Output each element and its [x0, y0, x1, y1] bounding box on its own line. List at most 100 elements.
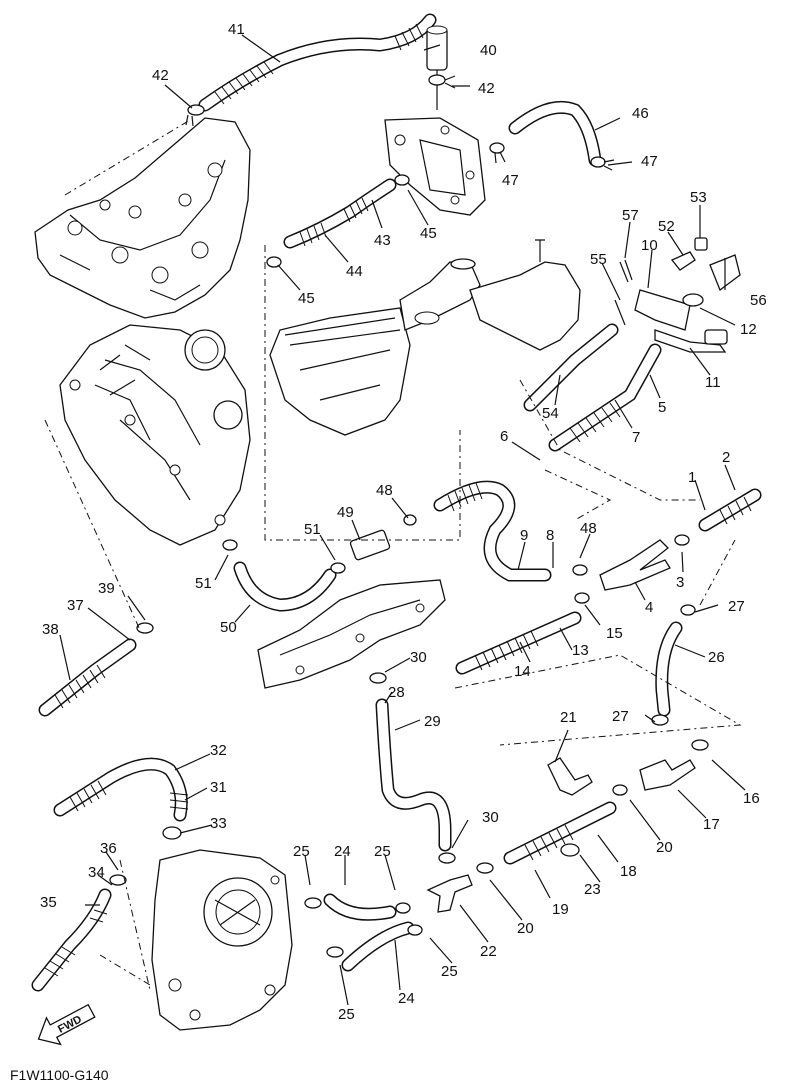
hose-37-38	[38, 622, 154, 717]
label-57: 57	[622, 207, 639, 224]
y-joint-4	[572, 534, 690, 604]
hose-24-lower	[326, 921, 423, 972]
leader-lines	[59, 34, 746, 1006]
label-53: 53	[690, 189, 707, 206]
hose-34-35	[31, 874, 127, 992]
lower-exhaust-housing	[257, 579, 446, 689]
label-35: 35	[40, 894, 57, 911]
label-8: 8	[546, 527, 554, 544]
label-28: 28	[388, 684, 405, 701]
label-21: 21	[560, 709, 577, 726]
label-30a: 30	[410, 649, 427, 666]
label-12: 12	[740, 321, 757, 338]
clamps-47	[489, 142, 615, 171]
label-51a: 51	[304, 521, 321, 538]
label-46: 46	[632, 105, 649, 122]
label-45b: 45	[298, 290, 315, 307]
part-labels: 41 40 42 42 46 47 47 53 57 52 10 55 56 1…	[40, 21, 767, 1023]
label-24a: 24	[334, 843, 351, 860]
label-16: 16	[743, 790, 760, 807]
label-25c: 25	[441, 963, 458, 980]
label-24b: 24	[398, 990, 415, 1007]
label-47a: 47	[502, 172, 519, 189]
hose-41	[198, 13, 437, 112]
label-45a: 45	[420, 225, 437, 242]
label-22: 22	[480, 943, 497, 960]
label-54: 54	[542, 405, 559, 422]
label-5: 5	[658, 399, 666, 416]
tee-fitting-22	[426, 862, 494, 913]
label-31: 31	[210, 779, 227, 796]
label-2: 2	[722, 449, 730, 466]
label-25a: 25	[293, 843, 310, 860]
label-43: 43	[374, 232, 391, 249]
label-23: 23	[584, 881, 601, 898]
hose-24-upper	[304, 893, 411, 921]
hose-46	[508, 100, 602, 167]
label-41: 41	[228, 21, 245, 38]
label-37: 37	[67, 597, 84, 614]
hose-9	[433, 480, 552, 582]
label-6: 6	[500, 428, 508, 445]
label-20a: 20	[656, 839, 673, 856]
label-25d: 25	[338, 1006, 355, 1023]
hose-54	[523, 323, 619, 412]
hose-1-2	[698, 488, 762, 532]
label-18: 18	[620, 863, 637, 880]
label-50: 50	[220, 619, 237, 636]
label-40: 40	[480, 42, 497, 59]
hose-50	[233, 561, 337, 612]
label-25b: 25	[374, 843, 391, 860]
label-47b: 47	[641, 153, 658, 170]
hose-19	[503, 801, 617, 865]
hose-26	[655, 604, 696, 717]
label-14: 14	[514, 663, 531, 680]
label-11: 11	[705, 374, 721, 391]
label-19: 19	[552, 901, 569, 918]
label-29: 29	[424, 713, 441, 730]
label-4: 4	[645, 599, 653, 616]
label-39: 39	[98, 580, 115, 597]
hose-43-44	[266, 174, 410, 268]
fitting-40	[426, 25, 448, 110]
exhaust-manifold	[34, 117, 251, 319]
jet-pump-body	[59, 324, 251, 546]
fwd-label: FWD	[56, 1013, 84, 1035]
label-26: 26	[708, 649, 725, 666]
label-15: 15	[606, 625, 623, 642]
label-17: 17	[703, 816, 720, 833]
label-36: 36	[100, 840, 117, 857]
label-3: 3	[676, 574, 684, 591]
label-49: 49	[337, 504, 354, 521]
clamp-42-right	[428, 74, 456, 89]
fwd-arrow: FWD	[37, 1003, 96, 1046]
hose-14	[455, 611, 582, 675]
label-55: 55	[590, 251, 607, 268]
hose-7	[548, 343, 662, 452]
label-32: 32	[210, 742, 227, 759]
hose-32	[53, 757, 189, 840]
label-52: 52	[658, 218, 675, 235]
reference-lines	[44, 119, 742, 991]
cylinder-body	[269, 239, 581, 436]
label-42b: 42	[478, 80, 495, 97]
clip-21	[547, 757, 593, 796]
label-33: 33	[210, 815, 227, 832]
label-1: 1	[688, 469, 696, 486]
label-20b: 20	[517, 920, 534, 937]
bracket-assembly	[614, 237, 741, 353]
connector-49	[222, 514, 417, 574]
label-42a: 42	[152, 67, 169, 84]
hose-29	[369, 672, 456, 864]
label-27a: 27	[728, 598, 745, 615]
water-cover-plate	[384, 117, 486, 216]
label-9: 9	[520, 527, 528, 544]
bottom-housing	[151, 849, 293, 1031]
label-30b: 30	[482, 809, 499, 826]
tee-fitting-17	[612, 714, 709, 796]
label-56: 56	[750, 292, 767, 309]
label-13: 13	[572, 642, 589, 659]
label-7: 7	[632, 429, 640, 446]
